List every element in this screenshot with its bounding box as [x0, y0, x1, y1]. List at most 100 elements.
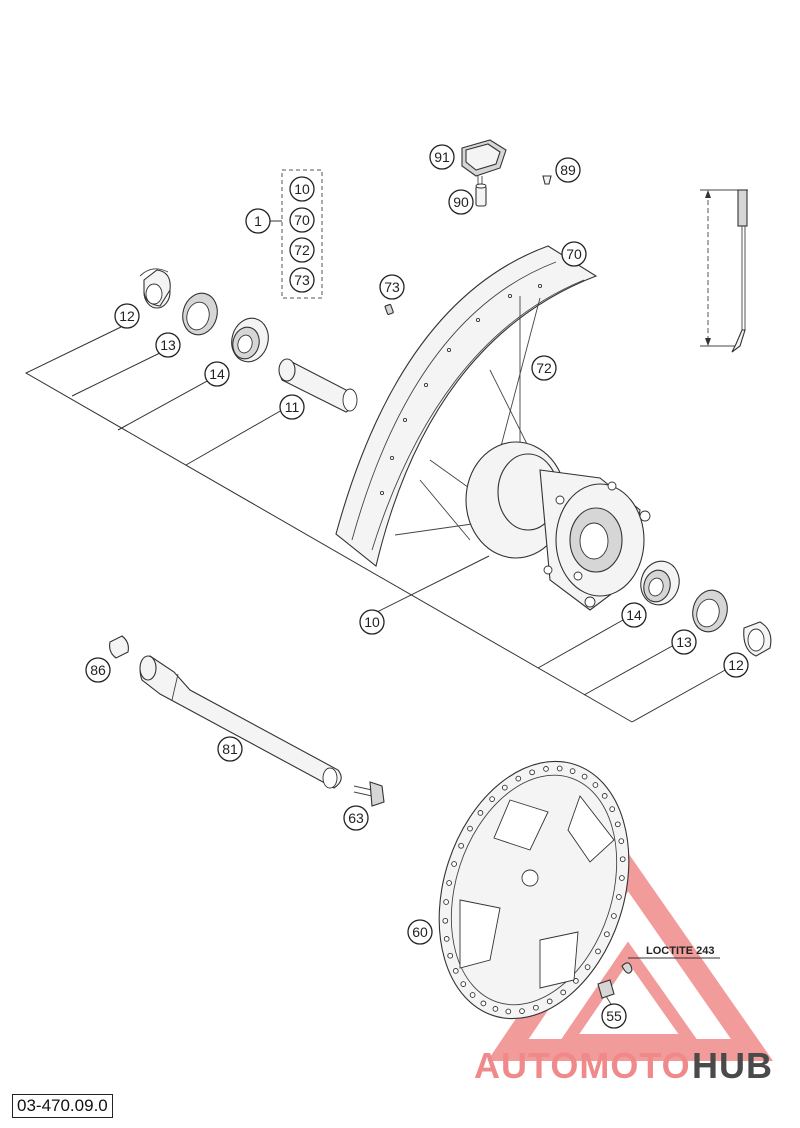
watermark-part2: HUB [692, 1045, 773, 1086]
callout-ring-c60 [407, 919, 433, 945]
callout-ring-c10a [289, 176, 315, 202]
callout-ring-c73a [289, 267, 315, 293]
brake-disc [438, 760, 630, 1020]
disc-hole [469, 992, 476, 998]
axle-spacer-86 [109, 635, 129, 659]
callout-label-c70a: 70 [294, 212, 310, 228]
disc-hole [442, 917, 449, 924]
callout-label-c1: 1 [254, 213, 262, 229]
callout-ring-c11 [279, 394, 305, 420]
callout-ring-c72a [289, 237, 315, 263]
callout-label-c10a: 10 [294, 181, 310, 197]
watermark-text: AUTOMOTO HUB [474, 1045, 773, 1086]
callout-ring-c12b [723, 652, 749, 678]
callout-ring-c86 [85, 657, 111, 683]
disc-hole [546, 998, 553, 1005]
callout-label-c13b: 13 [676, 634, 692, 650]
disc-hole [467, 825, 473, 832]
callout-ring-c63 [343, 805, 369, 831]
watermark-part1: AUTOMOTO [474, 1045, 691, 1086]
callout-label-c12b: 12 [728, 657, 744, 673]
right-spacer-12 [743, 621, 772, 657]
callout-label-c10b: 10 [364, 614, 380, 630]
callout-label-c72b: 72 [536, 360, 552, 376]
callout-ring-c73b [379, 274, 405, 300]
callout-ring-c10b [359, 609, 385, 635]
disc-hole [581, 773, 588, 780]
callout-label-c89: 89 [560, 162, 576, 178]
drawing-number: 03-470.09.0 [12, 1094, 113, 1118]
disc-hole [460, 981, 467, 987]
disc-hole [569, 768, 576, 774]
disc-hole [505, 1008, 512, 1015]
hub-spacer-11 [278, 358, 358, 413]
spoke-length-gauge [700, 189, 748, 353]
disc-hole [489, 796, 495, 802]
disc-hole [618, 838, 625, 844]
disc-hole [584, 964, 591, 970]
disc-hole [443, 899, 449, 905]
left-bearing-14 [231, 317, 269, 363]
callout-ring-c13b [671, 629, 697, 655]
disc-hole [592, 782, 599, 788]
disc-hole [614, 821, 621, 828]
callout-label-c73a: 73 [294, 272, 310, 288]
callout-ring-c55 [601, 1003, 627, 1029]
callout-label-c11: 11 [285, 399, 300, 415]
disc-hole [609, 806, 616, 812]
callout-label-c81: 81 [222, 741, 238, 757]
left-seal-13 [182, 292, 218, 336]
disc-hole [515, 775, 522, 782]
disc-hole [619, 856, 626, 863]
callout-ring-c89 [555, 157, 581, 183]
wheel-hub [465, 441, 651, 611]
disc-hole [595, 948, 601, 955]
explosion-axis-lines [24, 326, 728, 723]
disc-hole [519, 1008, 525, 1014]
callout-ring-c70a [289, 207, 315, 233]
callout-label-c13a: 13 [160, 337, 176, 353]
callout-label-c70b: 70 [566, 246, 582, 262]
disc-hole [477, 810, 484, 816]
callout-ring-c81 [217, 736, 243, 762]
disc-hole [443, 936, 450, 942]
disc-hole [529, 769, 535, 776]
tire-valve-parts [461, 139, 552, 207]
disc-hole [480, 1000, 487, 1007]
callout-label-c73b: 73 [384, 279, 400, 295]
disc-hole [458, 842, 464, 849]
spoke-nipple [384, 303, 394, 315]
callout-ring-c12a [114, 303, 140, 329]
disc-hole [501, 784, 508, 791]
callout-label-c91: 91 [434, 149, 450, 165]
callout-label-c12a: 12 [119, 308, 135, 324]
front-axle [139, 655, 342, 789]
callout-label-c90: 90 [453, 194, 469, 210]
callout-label-c55: 55 [606, 1008, 622, 1024]
loctite-note: LOCTITE 243 [646, 945, 714, 957]
callout-ring-c14a [204, 361, 230, 387]
disc-hole [611, 913, 617, 919]
left-spacer-12 [139, 268, 171, 309]
callout-ring-c90 [448, 189, 474, 215]
disc-hole [601, 793, 608, 799]
callout-label-c63: 63 [348, 810, 364, 826]
disc-bolt [597, 957, 720, 1007]
disc-hole [447, 952, 454, 959]
callout-ring-c13a [155, 332, 181, 358]
disc-hole [452, 968, 459, 974]
disc-hole [604, 931, 610, 938]
disc-hole [533, 1004, 539, 1011]
disc-hole [451, 861, 457, 867]
disc-hole [560, 989, 567, 996]
callout-ring-c91 [429, 144, 455, 170]
disc-hole [492, 1006, 499, 1012]
axle-bolt [353, 781, 385, 807]
disc-hole [543, 766, 549, 772]
disc-hole [556, 765, 563, 772]
disc-hole [616, 894, 622, 900]
callout-ring-c1 [245, 208, 271, 234]
disc-hole [446, 880, 452, 886]
disc-hole [573, 978, 579, 984]
